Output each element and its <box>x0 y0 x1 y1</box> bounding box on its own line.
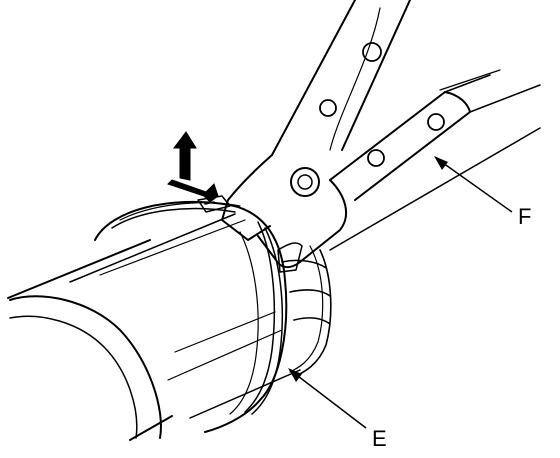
callout-label-f: F <box>518 204 531 229</box>
callout-label-e: E <box>372 426 387 451</box>
axle-shaft <box>7 213 301 441</box>
boot-convolutions <box>281 245 332 377</box>
leader-lines <box>288 156 513 429</box>
leader-line-e <box>289 369 367 429</box>
leader-arrowhead-e <box>288 368 302 382</box>
leader-arrowhead-f <box>434 156 448 170</box>
boot-clamp-band <box>94 195 288 433</box>
direction-arrow-icon <box>167 131 219 203</box>
band-pliers <box>221 0 541 273</box>
leader-line-f <box>435 157 513 213</box>
